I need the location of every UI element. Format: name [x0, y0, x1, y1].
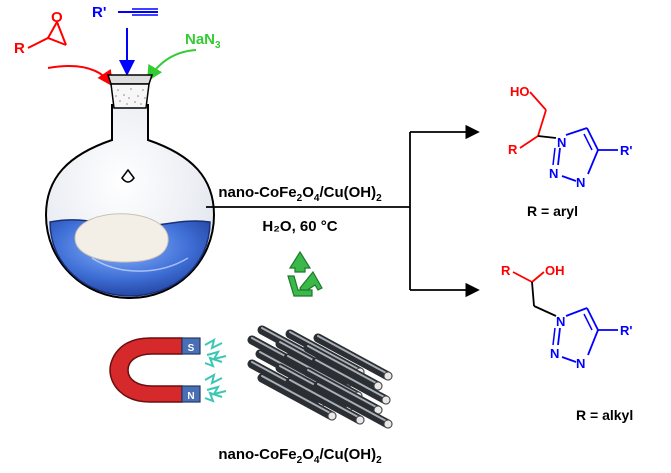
- nanotube: [313, 381, 393, 429]
- nanotube-end: [381, 395, 391, 405]
- aryl-n1-label: N: [557, 135, 566, 150]
- aryl-r-prime-label: R': [620, 143, 632, 158]
- alkyl-n2-label: N: [550, 346, 559, 361]
- alkyne-r-prime-label: R': [92, 4, 106, 21]
- alkyl-n1-label: N: [556, 314, 565, 329]
- alkyl-r-prime-label: R': [620, 323, 632, 338]
- catalyst-label: nano-CoFe2O4/Cu(OH)2: [218, 184, 382, 204]
- nanotube: [313, 333, 393, 381]
- alkyl-condition-label: R = alkyl: [576, 407, 633, 423]
- catalyst-caption: nano-CoFe2O4/Cu(OH)2: [218, 446, 382, 466]
- solvent-temperature-label: H₂O, 60 °C: [262, 218, 337, 235]
- nanotube-highlight: [307, 345, 379, 385]
- nanotube-highlight: [289, 379, 361, 419]
- aryl-n3-label: N: [576, 175, 585, 190]
- nanotube: [303, 367, 383, 415]
- nanotube-highlight: [261, 375, 333, 415]
- epoxide-oxygen-label: O: [51, 9, 63, 26]
- epoxide-arrow: [47, 65, 114, 87]
- nanotube-highlight: [289, 331, 361, 371]
- aryl-r-label: R: [508, 142, 518, 157]
- nanotube-bundle-icon: [247, 325, 393, 429]
- magnetic-field-sparks: [204, 338, 227, 403]
- epoxide-r-label: R: [14, 40, 25, 57]
- nanotube-end: [327, 411, 337, 421]
- aryl-hydroxyl-label: HO: [510, 84, 530, 99]
- azide-label: NaN3: [185, 31, 221, 51]
- epoxide-structure: R O: [14, 9, 67, 57]
- nanotube-end: [373, 381, 383, 391]
- recycle-icon: [287, 250, 323, 297]
- alkyl-hydroxyl-label: OH: [545, 263, 565, 278]
- aryl-n2-label: N: [549, 166, 558, 181]
- nanotube: [257, 373, 337, 421]
- aryl-product-structure: HO R N N N R' R = aryl: [508, 84, 632, 219]
- nanotube-end: [383, 371, 393, 381]
- nanotube-end: [355, 415, 365, 425]
- nanotube-highlight: [315, 359, 387, 399]
- nanotube-highlight: [317, 335, 389, 375]
- nanotube-highlight: [287, 355, 359, 395]
- nanotube: [285, 377, 365, 425]
- magnet-pole-n: N: [187, 391, 194, 402]
- nanotube: [303, 343, 383, 391]
- alkyl-n3-label: N: [576, 356, 585, 371]
- magnet-pole-s: S: [188, 343, 195, 354]
- round-bottom-flask-icon: [44, 74, 216, 300]
- nanotube-highlight: [317, 383, 389, 423]
- alkyl-product-structure: R OH N N N R' R = alkyl: [501, 263, 633, 423]
- horseshoe-magnet-icon: S N: [109, 337, 201, 403]
- nanotube: [311, 357, 391, 405]
- alkyl-r-label: R: [501, 263, 511, 278]
- nanotube-end: [383, 419, 393, 429]
- alkyne-structure: R': [92, 4, 158, 21]
- nanotube-highlight: [307, 369, 379, 409]
- azide-arrow: [146, 49, 197, 82]
- aryl-condition-label: R = aryl: [527, 203, 578, 219]
